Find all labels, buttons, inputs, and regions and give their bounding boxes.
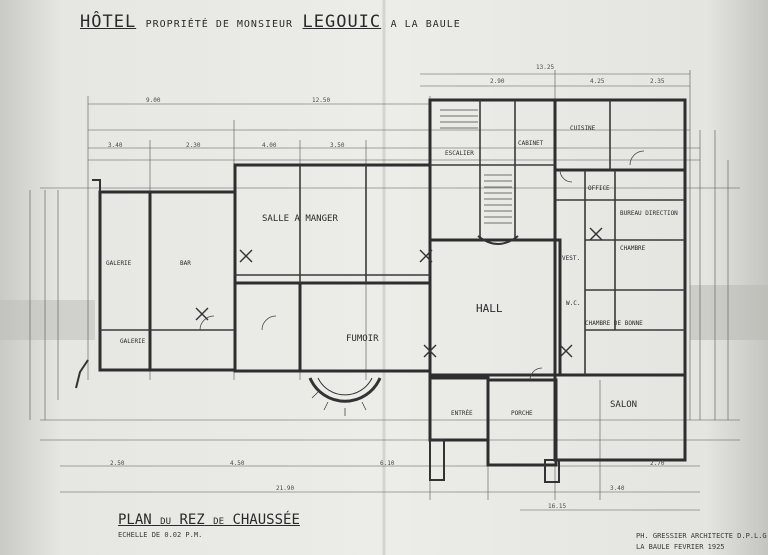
room-hall: HALL [476,302,503,315]
title-connector: PROPRIÉTÉ DE MONSIEUR [145,19,294,30]
room-porche: PORCHE [511,410,533,417]
dimension-mid-upper: 12.50 [312,97,331,104]
room-cabinet: CABINET [518,140,544,147]
room-office: OFFICE [588,185,610,192]
dimension-d4: 3.40 [108,142,123,149]
plan-title-part1: PLAN [118,512,152,528]
room-wc: W.C. [566,300,581,307]
room-chambre: CHAMBRE [620,245,646,252]
room-salle-a-manger: SALLE A MANGER [262,214,338,224]
signature-date: LA BAULE FEVRIER 1925 [636,543,725,551]
room-bureau: BUREAU DIRECTION [620,210,678,217]
room-fumoir: FUMOIR [346,334,379,344]
dimension-d2: 4.25 [590,78,605,85]
plan-title-part4: DE [213,517,225,527]
dimension-right-bottom: 16.15 [548,503,567,510]
dimension-d1: 2.90 [490,78,505,85]
room-chambre-bonne: CHAMBRE DE BONNE [585,320,643,327]
dimension-d9: 4.50 [230,460,245,467]
room-cuisine: CUISINE [570,125,596,132]
room-salon: SALON [610,400,638,410]
dimension-d11: 3.40 [610,485,625,492]
plan-title-part3: REZ [179,512,205,528]
title-prefix: HÔTEL [80,12,137,32]
drawing-title: HÔTEL PROPRIÉTÉ DE MONSIEUR LEGOUIC A LA… [80,12,461,32]
dimension-d5: 2.30 [186,142,201,149]
dimension-d10: 6.10 [380,460,395,467]
room-bar: BAR [180,260,191,267]
architect-signature: PH. GRESSIER ARCHITECTE D.P.L.G. [636,532,768,540]
scale-note: ECHELLE DE 0.02 P.M. [118,531,203,539]
dimension-left-upper: 9.00 [146,97,161,104]
title-suffix: A LA BAULE [390,19,461,30]
room-galerie-bottom: GALERIE [120,338,146,345]
plan-title: PLAN DU REZ DE CHAUSSÉE [118,512,300,528]
owner-name: LEGOUIC [302,12,382,32]
dimension-d6: 4.00 [262,142,277,149]
dimension-d12: 2.70 [650,460,665,467]
room-galerie: GALERIE [106,260,132,267]
dimension-top-total: 13.25 [536,64,555,71]
plan-title-part2: DU [160,517,171,527]
dimension-d7: 3.50 [330,142,345,149]
room-escalier: ESCALIER [445,150,474,157]
room-vest: VEST. [562,255,581,262]
dimension-d8: 2.50 [110,460,125,467]
dimension-d3: 2.35 [650,78,665,85]
plan-title-part5: CHAUSSÉE [232,512,300,528]
room-entree: ENTRÉE [451,410,473,417]
dimension-bottom-total: 21.90 [276,485,295,492]
